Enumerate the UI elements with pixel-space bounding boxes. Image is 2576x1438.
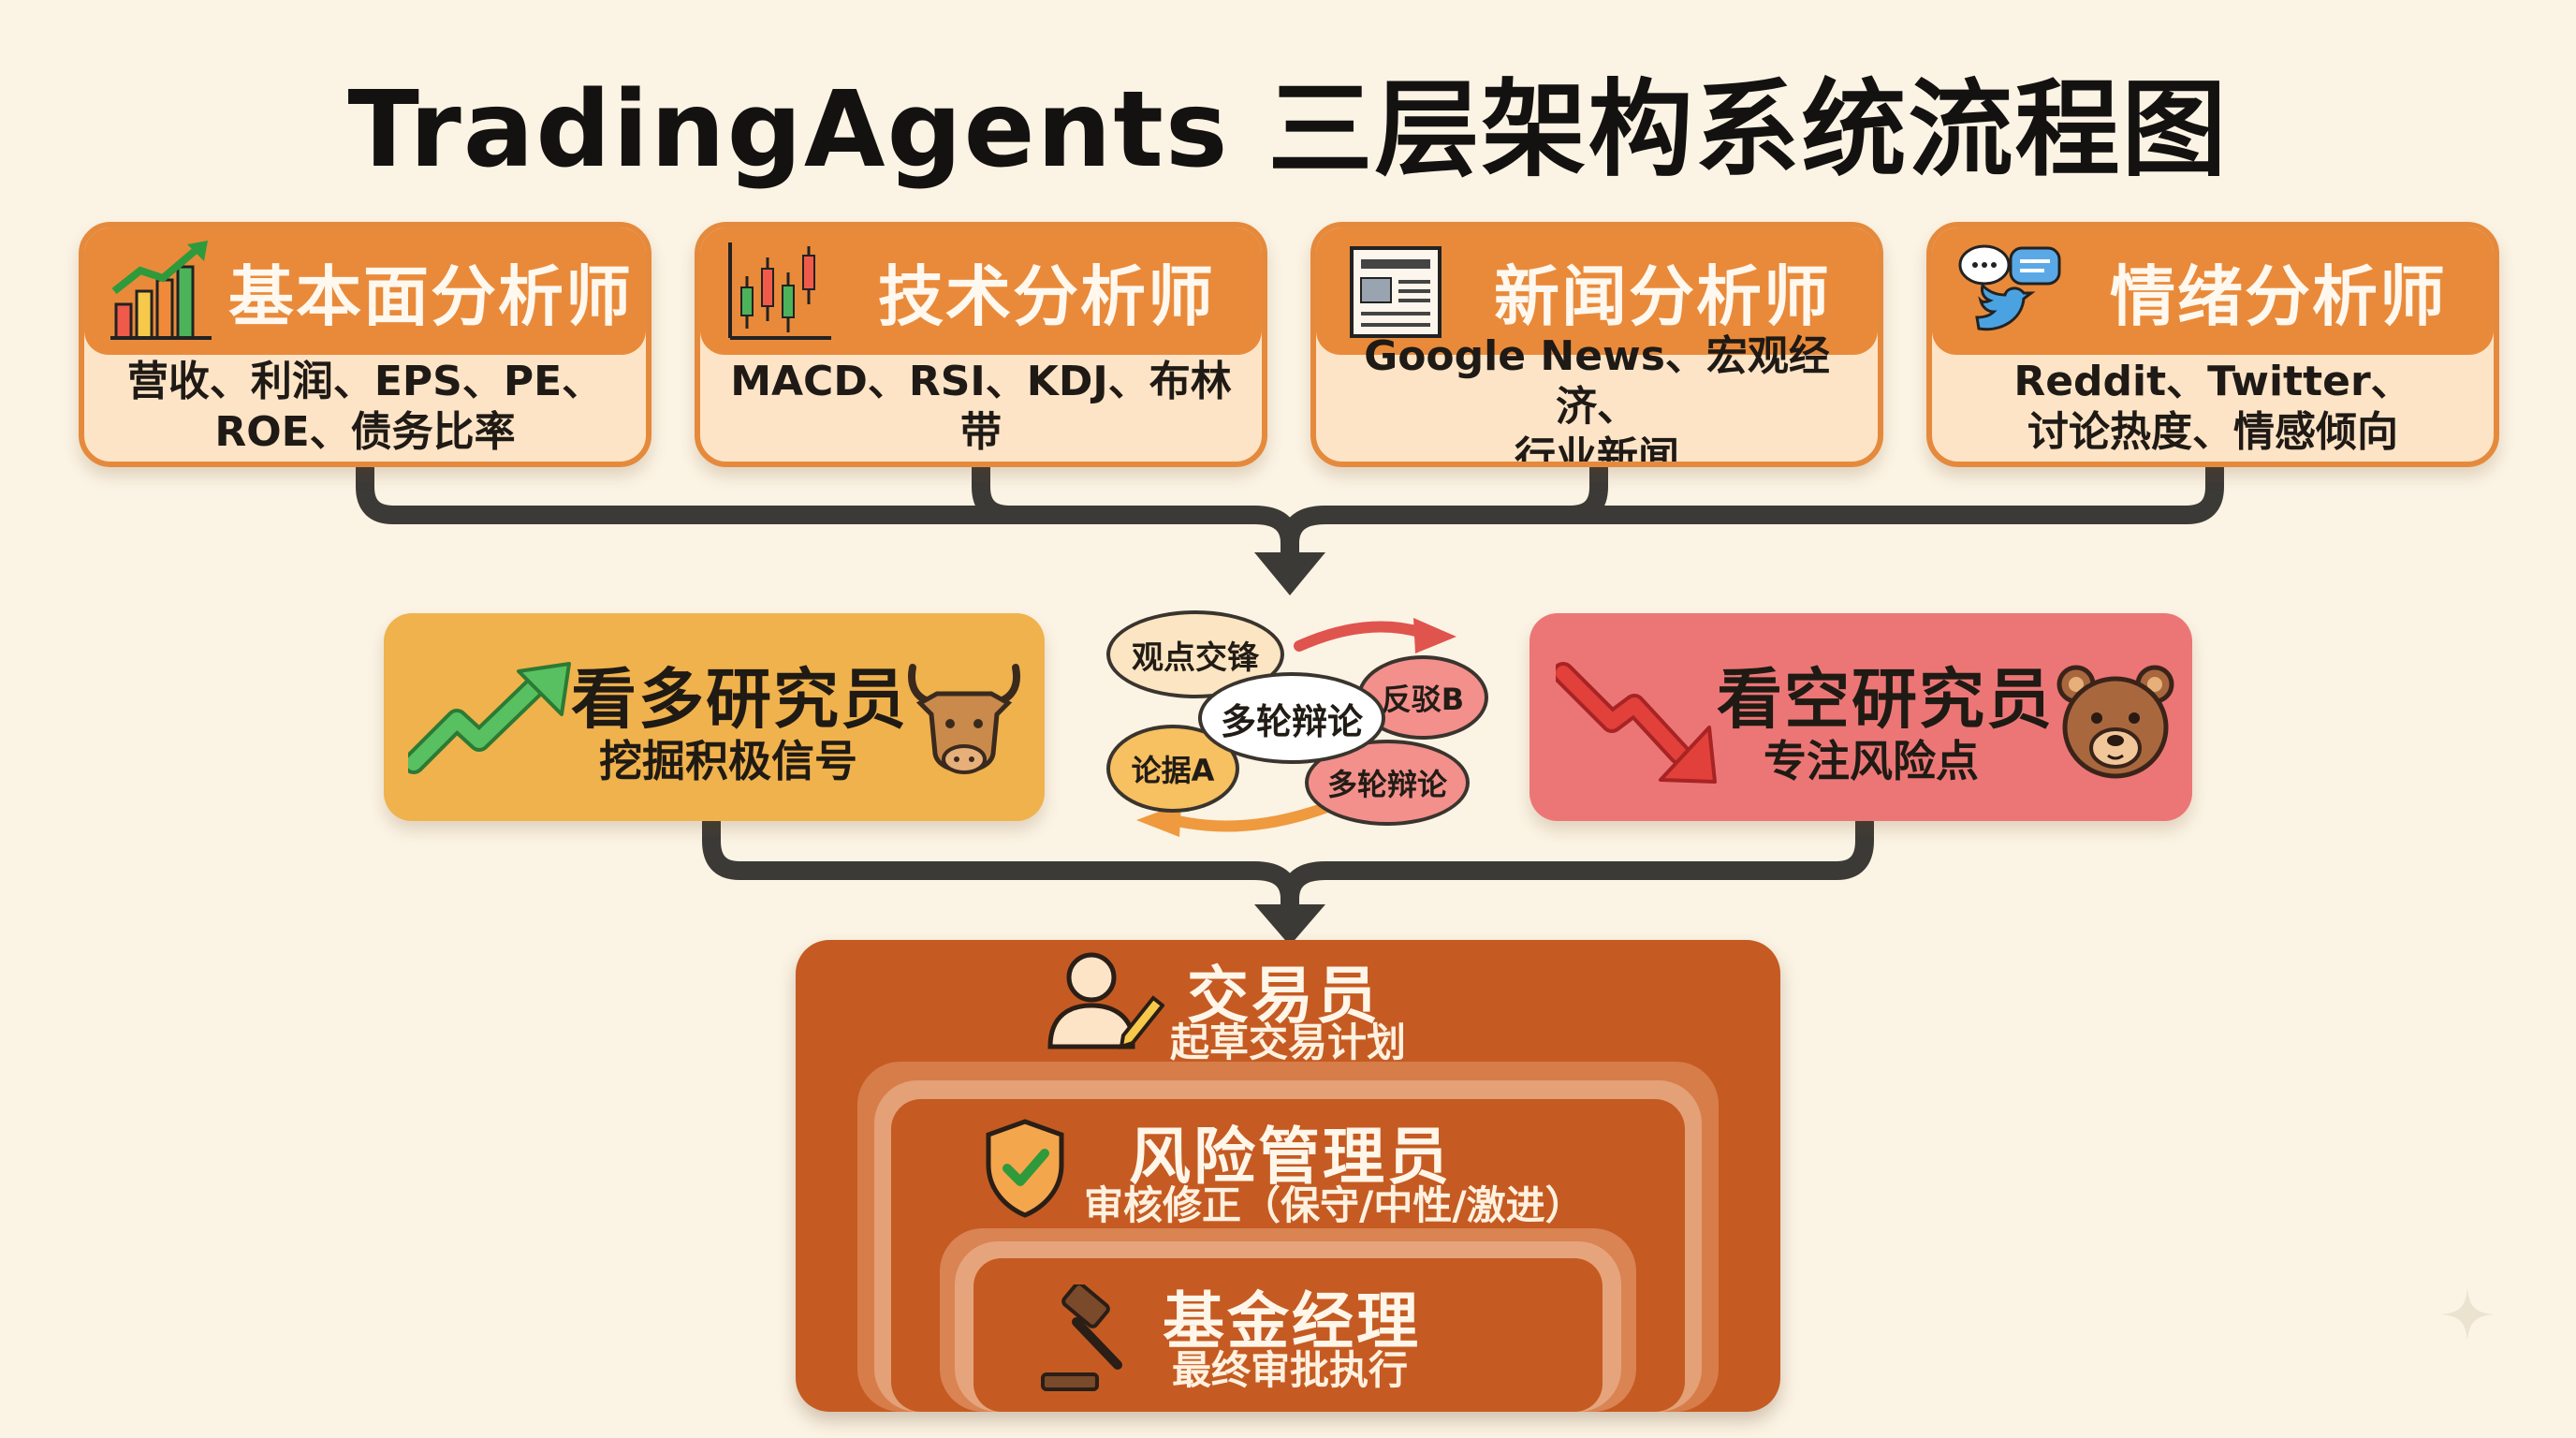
card-title: 基本面分析师 xyxy=(228,257,633,335)
card-title: 新闻分析师 xyxy=(1494,257,1831,335)
uptrend-arrow-icon xyxy=(408,662,571,774)
bull-icon xyxy=(908,664,1020,774)
card-body: MACD、RSI、KDJ、布林带 xyxy=(715,358,1247,456)
candlestick-chart-icon xyxy=(728,242,831,340)
trader-subtitle: 起草交易计划 xyxy=(1170,1020,1407,1065)
card-detail-line1: Google News、宏观经济、 xyxy=(1364,332,1830,431)
card-detail-line1: 营收、利润、EPS、PE、 xyxy=(126,358,604,405)
debate-arrow-right-icon xyxy=(1294,618,1456,653)
fund-manager-title: 基金经理 xyxy=(1163,1285,1421,1357)
bear-subtitle: 专注风险点 xyxy=(1764,736,1979,786)
card-detail-line1: Reddit、Twitter、 xyxy=(2013,358,2412,405)
social-chat-icon xyxy=(1958,244,2061,331)
fundamental-analyst-card: 基本面分析师 营收、利润、EPS、PE、 ROE、债务比率 xyxy=(79,222,651,467)
card-body: 营收、利润、EPS、PE、 ROE、债务比率 xyxy=(99,358,631,456)
bull-title: 看多研究员 xyxy=(571,661,908,738)
card-detail-line2: ROE、债务比率 xyxy=(214,408,516,456)
card-header: 技术分析师 xyxy=(700,227,1262,355)
card-body: Reddit、Twitter、 讨论热度、情感倾向 xyxy=(1947,358,2479,456)
risk-manager-subtitle: 审核修正（保守/中性/激进） xyxy=(1084,1182,1585,1228)
card-body: Google News、宏观经济、 行业新闻 xyxy=(1331,332,1863,462)
arrowhead-analysts xyxy=(1254,552,1325,595)
card-header: 新闻分析师 xyxy=(1316,227,1878,355)
connector-sentiment xyxy=(1281,459,2224,552)
fund-manager-subtitle: 最终审批执行 xyxy=(1172,1347,1409,1393)
card-detail-line1: MACD、RSI、KDJ、布林带 xyxy=(730,358,1232,456)
news-analyst-card: 新闻分析师 Google News、宏观经济、 行业新闻 xyxy=(1310,222,1883,467)
bar-chart-icon xyxy=(110,241,212,340)
shield-check-icon xyxy=(986,1119,1064,1218)
card-header: 基本面分析师 xyxy=(84,227,646,355)
page-title: TradingAgents 三层架构系统流程图 xyxy=(347,69,2229,191)
card-title: 技术分析师 xyxy=(878,257,1215,335)
execution-layer-box: 交易员 起草交易计划 风险管理员 审核修正（保守/中性/激进） 基金经理 最终审… xyxy=(796,940,1780,1412)
card-title: 情绪分析师 xyxy=(2110,257,2447,335)
bear-researcher-box: 看空研究员 专注风险点 xyxy=(1530,613,2192,821)
card-detail-line2: 讨论热度、情感倾向 xyxy=(2027,408,2398,456)
trader-title: 交易员 xyxy=(1187,960,1381,1032)
debate-bubble-clash: 观点交锋 xyxy=(1106,610,1284,698)
bull-subtitle: 挖掘积极信号 xyxy=(599,736,857,786)
sparkle-icon xyxy=(2441,1288,2494,1341)
trader-person-icon xyxy=(1047,952,1164,1049)
bear-title: 看空研究员 xyxy=(1717,661,2054,738)
card-header: 情绪分析师 xyxy=(1932,227,2494,355)
technical-analyst-card: 技术分析师 MACD、RSI、KDJ、布林带 xyxy=(695,222,1267,467)
newspaper-icon xyxy=(1350,246,1442,338)
risk-manager-title: 风险管理员 xyxy=(1129,1121,1452,1193)
gavel-icon xyxy=(1041,1284,1122,1391)
connector-technical xyxy=(972,459,1264,524)
bear-icon xyxy=(2056,665,2174,779)
sentiment-analyst-card: 情绪分析师 Reddit、Twitter、 讨论热度、情感倾向 xyxy=(1926,222,2499,467)
card-detail-line2: 行业新闻 xyxy=(1515,433,1679,467)
downtrend-arrow-icon xyxy=(1556,662,1717,784)
arrowhead-researchers xyxy=(1254,904,1325,946)
debate-bubble-multiround: 多轮辩论 xyxy=(1198,672,1385,764)
bull-researcher-box: 看多研究员 挖掘积极信号 xyxy=(384,613,1045,821)
connector-bear xyxy=(1281,813,1874,908)
